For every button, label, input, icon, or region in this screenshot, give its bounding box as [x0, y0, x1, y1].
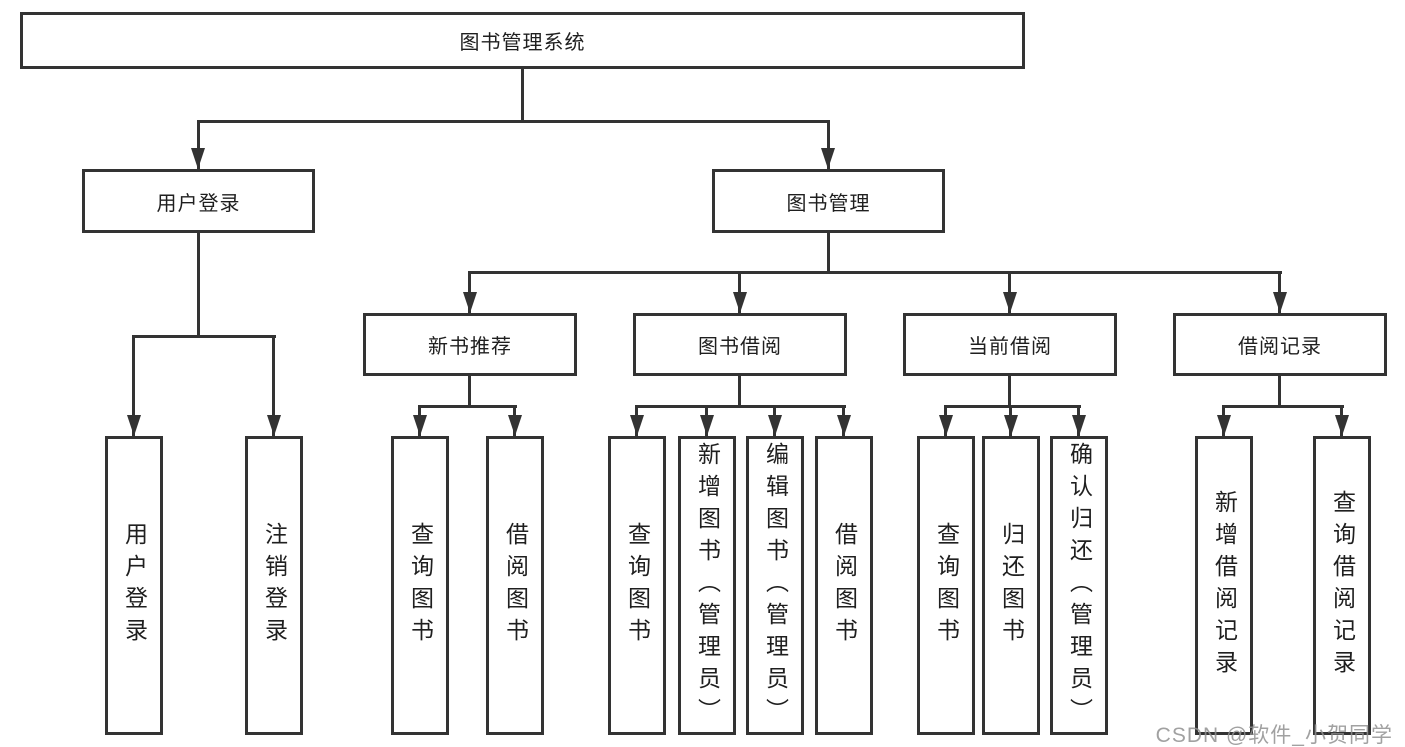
leaf-label: 借阅图书	[502, 521, 529, 650]
leaf-label: 查询图书	[407, 521, 434, 650]
arrow-down-icon	[939, 415, 953, 436]
node-root-system: 图书管理系统	[20, 12, 1025, 69]
leaf-borrow-books: 借阅图书	[815, 436, 873, 735]
connector-line	[521, 69, 524, 123]
arrow-down-icon	[1335, 415, 1349, 436]
leaf-label: 新增图书（管理员）	[694, 441, 721, 730]
arrow-down-icon	[837, 415, 851, 436]
node-new-book-recommendation: 新书推荐	[363, 313, 577, 376]
leaf-label: 借阅图书	[831, 521, 858, 650]
connector-line	[132, 335, 135, 436]
leaf-add-borrow-record: 新增借阅记录	[1195, 436, 1253, 735]
connector-line	[197, 120, 830, 123]
arrow-down-icon	[1072, 415, 1086, 436]
csdn-watermark: CSDN @软件_小贺同学	[1155, 724, 1393, 747]
leaf-user-login: 用户登录	[105, 436, 163, 735]
leaf-borrow-books-recommend: 借阅图书	[486, 436, 544, 735]
leaf-query-books-borrow: 查询图书	[608, 436, 666, 735]
arrow-down-icon	[267, 415, 281, 436]
leaf-return-books: 归还图书	[982, 436, 1040, 735]
leaf-edit-books-admin: 编辑图书（管理员）	[746, 436, 804, 735]
arrow-down-icon	[191, 148, 205, 169]
arrow-down-icon	[821, 148, 835, 169]
connector-line	[1008, 376, 1011, 408]
leaf-logout: 注销登录	[245, 436, 303, 735]
connector-line	[197, 233, 200, 338]
leaf-label: 查询图书	[624, 521, 651, 650]
leaf-label: 查询图书	[933, 521, 960, 650]
arrow-down-icon	[1003, 292, 1017, 313]
leaf-label: 编辑图书（管理员）	[762, 441, 789, 730]
arrow-down-icon	[508, 415, 522, 436]
connector-line	[197, 120, 200, 169]
connector-line	[827, 233, 830, 274]
node-book-management: 图书管理	[712, 169, 945, 233]
leaf-label: 确认归还（管理员）	[1066, 441, 1093, 730]
connector-line	[635, 405, 846, 408]
leaf-query-books-recommend: 查询图书	[391, 436, 449, 735]
node-label: 图书管理	[786, 192, 871, 215]
arrow-down-icon	[630, 415, 644, 436]
connector-line	[738, 376, 741, 408]
connector-line	[132, 335, 276, 338]
connector-line	[468, 271, 1282, 274]
leaf-label: 用户登录	[121, 521, 148, 650]
leaf-query-borrow-record: 查询借阅记录	[1313, 436, 1371, 735]
leaf-label: 注销登录	[261, 521, 288, 650]
leaf-label: 查询借阅记录	[1329, 489, 1356, 682]
leaf-label: 新增借阅记录	[1211, 489, 1238, 682]
arrow-down-icon	[700, 415, 714, 436]
connector-line	[1278, 376, 1281, 408]
arrow-down-icon	[768, 415, 782, 436]
leaf-add-books-admin: 新增图书（管理员）	[678, 436, 736, 735]
arrow-down-icon	[1217, 415, 1231, 436]
arrow-down-icon	[1004, 415, 1018, 436]
node-label: 新书推荐	[428, 336, 512, 358]
arrow-down-icon	[463, 292, 477, 313]
node-label: 图书借阅	[698, 336, 782, 358]
node-current-borrowing: 当前借阅	[903, 313, 1117, 376]
connector-line	[418, 405, 517, 408]
node-label: 借阅记录	[1238, 336, 1322, 358]
leaf-confirm-return-admin: 确认归还（管理员）	[1050, 436, 1108, 735]
node-label: 图书管理系统	[459, 32, 586, 54]
arrow-down-icon	[733, 292, 747, 313]
arrow-down-icon	[127, 415, 141, 436]
node-label: 当前借阅	[968, 336, 1052, 358]
node-user-login: 用户登录	[82, 169, 315, 233]
arrow-down-icon	[413, 415, 427, 436]
leaf-query-books-current: 查询图书	[917, 436, 975, 735]
connector-line	[827, 120, 830, 169]
node-borrowing-records: 借阅记录	[1173, 313, 1387, 376]
connector-line	[1222, 405, 1344, 408]
leaf-label: 归还图书	[998, 521, 1025, 650]
connector-line	[272, 335, 275, 436]
node-label: 用户登录	[156, 192, 241, 215]
connector-line	[468, 376, 471, 408]
connector-line	[944, 405, 1081, 408]
arrow-down-icon	[1273, 292, 1287, 313]
node-book-borrowing: 图书借阅	[633, 313, 847, 376]
